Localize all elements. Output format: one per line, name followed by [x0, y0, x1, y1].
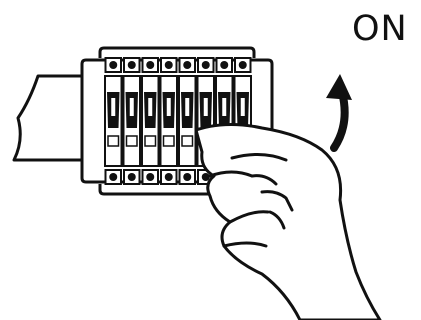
terminal-screw-icon: [183, 61, 192, 69]
breaker-indicator-window: [162, 135, 175, 147]
toggle-lever-highlight: [148, 98, 153, 116]
supply-box: [12, 74, 84, 162]
panel-inner-frame: [98, 46, 256, 58]
terminal-screw-icon: [127, 61, 136, 69]
terminal-screw-icon: [146, 61, 155, 69]
breaker-indicator-window: [107, 135, 120, 147]
operator-hand: [194, 122, 382, 320]
terminal-screw-icon: [127, 173, 136, 181]
terminal-screw-icon: [183, 173, 192, 181]
toggle-lever-highlight: [111, 98, 116, 116]
breaker-indicator-window: [144, 135, 157, 147]
terminal-screw-icon: [220, 61, 229, 69]
terminal-screw-icon: [201, 173, 210, 181]
terminal-screw-icon: [109, 61, 118, 69]
terminal-screw-icon: [146, 173, 155, 181]
toggle-lever-highlight: [166, 98, 171, 116]
toggle-lever-highlight: [203, 98, 208, 116]
terminal-screw-icon: [164, 173, 173, 181]
terminal-screw-icon: [164, 61, 173, 69]
terminal-screw-icon: [201, 61, 210, 69]
toggle-lever-highlight: [222, 98, 227, 116]
terminal-screw-icon: [238, 61, 247, 69]
toggle-lever-highlight: [129, 98, 134, 116]
breaker-indicator-window: [125, 135, 138, 147]
on-state-label: ON: [352, 9, 408, 49]
top-terminal-row: [104, 57, 252, 73]
terminal-screw-icon: [109, 173, 118, 181]
toggle-lever-highlight: [240, 98, 245, 116]
breaker-indicator-window: [181, 135, 194, 147]
curved-up-arrow-icon: [326, 74, 352, 152]
toggle-lever-highlight: [185, 98, 190, 116]
